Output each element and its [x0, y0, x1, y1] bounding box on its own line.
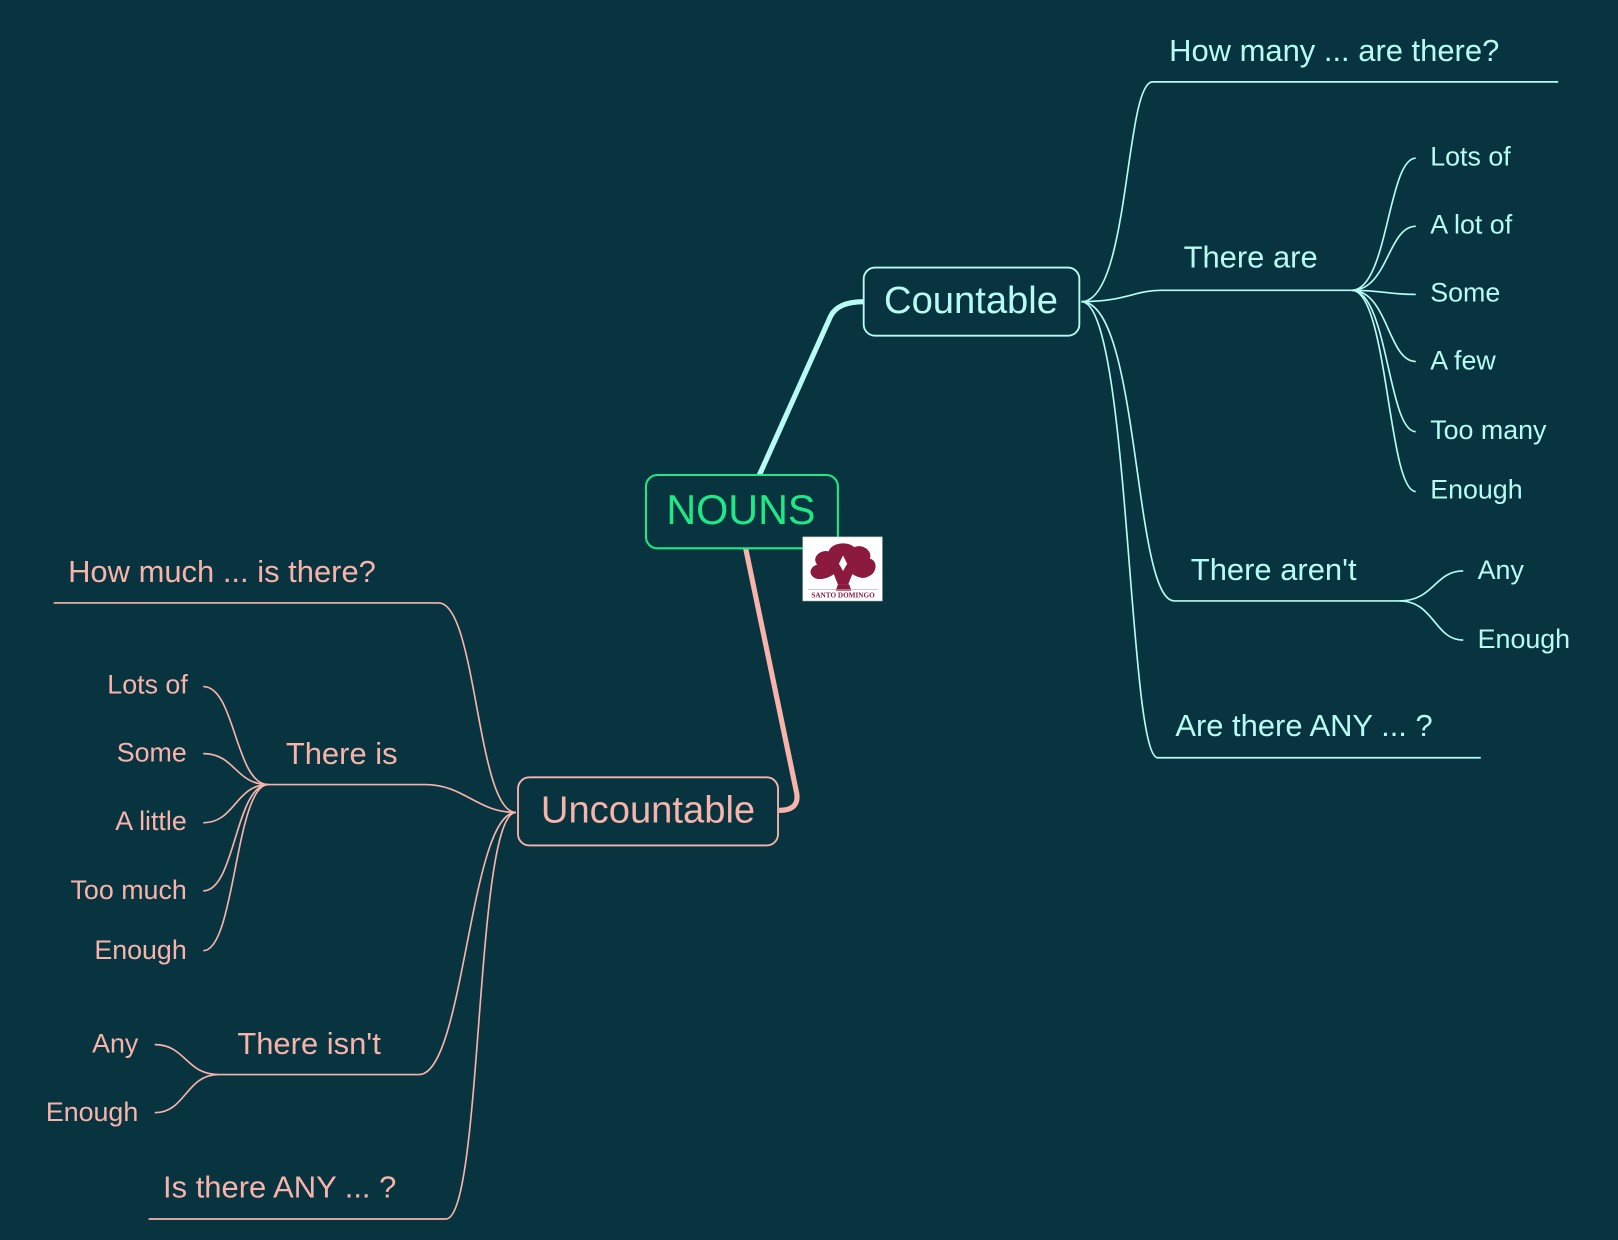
branch-root-uncountable	[742, 544, 800, 813]
there-isnt-node[interactable]: There isn't	[237, 1026, 381, 1061]
connector-leaf	[1351, 225, 1416, 292]
connector-leaf	[203, 685, 269, 786]
connector-leaf	[203, 783, 269, 824]
uncountable-node-label: Uncountable	[541, 789, 755, 832]
there-isnt-item[interactable]: Enough	[46, 1097, 138, 1127]
connector-there-isnt	[218, 811, 517, 1076]
there-are-item[interactable]: Enough	[1430, 475, 1522, 505]
connector-leaf	[1351, 289, 1416, 433]
connector-there-are	[1081, 289, 1352, 303]
there-are-item[interactable]: A lot of	[1430, 209, 1513, 239]
connector-how-many	[1081, 81, 1559, 303]
there-is-node[interactable]: There is	[286, 736, 398, 771]
connector-leaf	[1351, 289, 1416, 493]
connector-leaf	[1351, 289, 1416, 296]
connector-leaf	[203, 783, 269, 892]
root-node-box	[644, 473, 839, 550]
how-much-question[interactable]: How much ... is there?	[68, 554, 376, 589]
connector-there-arent	[1081, 300, 1400, 602]
root-node-label: NOUNS	[666, 487, 815, 533]
connector-leaf	[154, 1043, 219, 1076]
there-is-item[interactable]: Lots of	[107, 670, 188, 700]
connector-leaf	[1351, 289, 1416, 363]
connector-leaf	[1399, 570, 1464, 602]
there-is-item[interactable]: Some	[117, 738, 187, 768]
there-is-item[interactable]: Enough	[94, 935, 186, 965]
connector-are-there-any	[1081, 300, 1481, 759]
uncountable-node-box	[517, 776, 779, 847]
connector-leaf	[203, 752, 269, 786]
connector-leaf	[1351, 157, 1416, 292]
countable-node[interactable]: Countable	[862, 266, 1081, 337]
there-are-item[interactable]: Too many	[1430, 415, 1547, 445]
there-arent-node[interactable]: There aren't	[1191, 552, 1357, 587]
there-isnt-item[interactable]: Any	[92, 1029, 139, 1059]
connector-how-much	[53, 602, 517, 814]
uncountable-connectors	[53, 602, 517, 1220]
tree-logo-icon	[810, 543, 876, 591]
how-many-question[interactable]: How many ... are there?	[1169, 33, 1499, 68]
there-is-item[interactable]: Too much	[71, 875, 187, 905]
branch-root-countable	[756, 299, 864, 479]
there-are-item[interactable]: A few	[1430, 346, 1496, 376]
connector-leaf	[1399, 600, 1464, 641]
santo-domingo-logo: SANTO DOMINGO	[802, 536, 883, 602]
there-arent-item[interactable]: Any	[1478, 555, 1525, 585]
root-node[interactable]: NOUNS	[644, 473, 839, 550]
connector-there-is	[268, 783, 516, 814]
countable-node-box	[862, 266, 1081, 337]
connector-is-there-any	[148, 811, 517, 1220]
connector-leaf	[154, 1073, 219, 1114]
there-are-node[interactable]: There are	[1184, 240, 1318, 275]
countable-connectors	[1081, 81, 1559, 759]
there-are-item[interactable]: Some	[1430, 278, 1500, 308]
are-there-any-question[interactable]: Are there ANY ... ?	[1175, 708, 1432, 743]
there-are-item[interactable]: Lots of	[1430, 141, 1511, 171]
there-arent-item[interactable]: Enough	[1478, 624, 1570, 654]
is-there-any-question[interactable]: Is there ANY ... ?	[163, 1169, 396, 1204]
countable-node-label: Countable	[884, 279, 1058, 322]
connector-leaf	[203, 783, 269, 952]
there-is-item[interactable]: A little	[115, 806, 187, 836]
logo-text: SANTO DOMINGO	[811, 591, 875, 599]
uncountable-node[interactable]: Uncountable	[517, 776, 779, 847]
